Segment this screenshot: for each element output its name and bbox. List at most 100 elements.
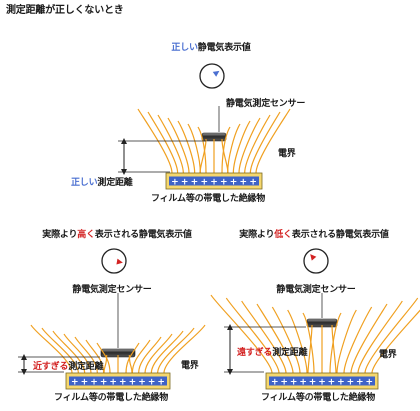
top-field-label: 電界 [278,149,296,159]
bottom-left-field-line [96,342,111,374]
bottom-right-gauge-dial [303,248,329,274]
bottom-left-field-line-center [103,354,108,374]
bottom-left-field-line [144,333,173,374]
top-charge-mark: + [230,178,238,188]
bottom-left-charge-mark: + [119,378,127,388]
top-charge-mark: + [191,178,199,188]
top-field-line [232,120,251,174]
bottom-left-gauge [101,248,127,274]
bottom-right-field-line [225,297,280,374]
top-field-line [249,111,281,174]
top-film-charge-strip [169,176,259,186]
top-field-line-center [199,138,207,174]
top-field-line [255,108,291,174]
bottom-left-field-line [163,324,206,374]
bottom-left-field-line [63,333,92,374]
top-distance-label-colored: 正しい [71,178,98,188]
bottom-right-field-line [287,309,308,374]
bottom-right-reading-label-colored: 低く [274,230,292,240]
bottom-right-charge-mark: + [337,378,345,388]
bottom-left-gauge-needle [116,258,123,265]
top-field-lines [137,108,291,174]
bottom-right-film-charge-strip [269,376,375,386]
bottom-left-charge-mark: + [100,378,108,388]
top-field-line [238,117,261,174]
top-field-line [177,120,196,174]
bottom-left-charge-mark: + [148,378,156,388]
bottom-right-field-line [364,297,419,374]
top-reading-label-colored: 正しい [171,43,198,53]
bottom-right-charge-mark: + [347,378,355,388]
top-film: +++++++++ [165,172,263,190]
bottom-left-field-line [138,336,162,374]
bottom-left-sensor-label: 静電気測定センサー [72,285,152,295]
bottom-left-charge-mark: + [81,378,89,388]
bottom-right-sensor-label: 静電気測定センサー [276,285,356,295]
top-field-line [157,114,184,174]
top-field-line [197,126,207,174]
bottom-left-field-line [125,342,140,374]
bottom-right-distance-label-rest: 測定距離 [272,348,308,358]
top-film-label: フィルム等の帯電した絶縁物 [150,194,266,204]
bottom-right-reading-label-rest: 表示される静電気表示値 [291,230,389,240]
bottom-right-charge-mark: + [356,378,364,388]
top-charge-mark: + [249,178,257,188]
top-field-line [167,117,190,174]
bottom-left-field-lines [30,324,206,374]
bottom-right-field-line [336,309,357,374]
bottom-right-field-label: 電界 [379,350,397,360]
bottom-left-film-label: フィルム等の帯電した絶縁物 [53,393,169,403]
bottom-left-field-line [157,327,195,374]
top-field-line [137,108,173,174]
top-charge-mark: + [171,178,179,188]
bottom-right-field-line [256,303,294,374]
top-reading-label-rest: 静電気表示値 [197,43,251,53]
bottom-left-field-line [30,324,73,374]
bottom-right-charge-mark: + [290,378,298,388]
bottom-right-charge-mark: + [328,378,336,388]
bottom-left-charge-mark: + [90,378,98,388]
bottom-left-charge-mark: + [138,378,146,388]
top-sensor-label: 静電気測定センサー [226,99,306,109]
page-title: 測定距離が正しくないとき [6,5,124,16]
bottom-right-field-line [357,300,403,374]
bottom-right-charge-mark: + [309,378,317,388]
bottom-left-gauge-dial [101,248,127,274]
top-charge-mark: + [181,178,189,188]
bottom-right-field-lines [210,294,420,374]
bottom-left-field-line [131,339,151,374]
bottom-left-reading-label-rest: 表示される静電気表示値 [94,230,192,240]
bottom-left-reading-label-colored: 高く [77,230,95,240]
bottom-right-field-line [371,309,420,374]
bottom-left-distance-label: 近すぎる測定距離 [33,362,104,373]
bottom-right-charge-mark: + [280,378,288,388]
top-charge-mark: + [200,178,208,188]
bottom-right-field-line-center [331,324,337,374]
bottom-left-charge-mark: + [71,378,79,388]
bottom-right-charge-mark: + [271,378,279,388]
top-gauge-needle [212,70,220,77]
bottom-left-charge-mark: + [109,378,117,388]
bottom-left-field-line [74,336,98,374]
top-charge-mark: + [240,178,248,188]
bottom-right-charge-mark: + [299,378,307,388]
bottom-left-distance-label-rest: 測定距離 [68,362,104,372]
bottom-left-film: ++++++++++ [65,372,171,390]
top-distance-label: 正しい測定距離 [71,178,133,189]
bottom-left-charge-mark: + [157,378,165,388]
bottom-right-gauge [303,248,329,274]
bottom-left-field-label: 電界 [181,361,199,371]
bottom-left-charge-mark: + [129,378,137,388]
bottom-right-reading-label: 実際より低く表示される静電気表示値 [239,230,389,241]
bottom-right-film-label: フィルム等の帯電した絶縁物 [260,393,376,403]
top-reading-label: 正しい静電気表示値 [171,43,250,54]
top-field-line [244,114,271,174]
bottom-right-field-line [241,300,287,374]
bottom-right-field-line [271,306,301,374]
bottom-right-gauge-needle [310,254,317,261]
bottom-left-distance-label-colored: 近すぎる [33,362,69,372]
bottom-left-field-line [52,330,86,374]
bottom-right-distance-label: 遠すぎる測定距離 [237,348,308,359]
